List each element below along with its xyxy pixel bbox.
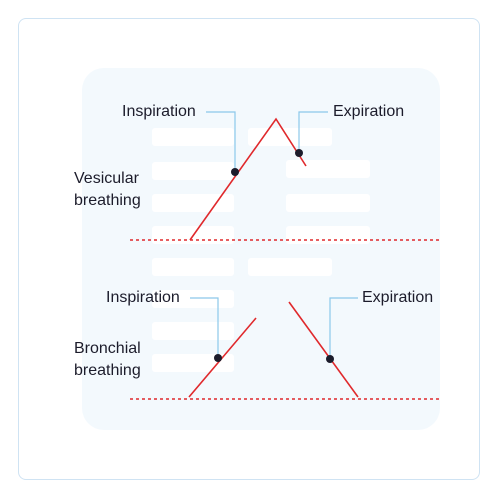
vesicular-expiration-label: Expiration — [333, 103, 405, 120]
vesicular-expiration-dot — [295, 149, 303, 157]
bronchial-expiration-label: Expiration — [362, 289, 434, 306]
placeholder-bar — [152, 322, 234, 340]
placeholder-bar — [152, 128, 234, 146]
placeholder-bar — [152, 162, 234, 180]
bronchial-expiration-leader — [329, 297, 358, 359]
vesicular-breathing-title: Vesicular breathing — [74, 170, 141, 209]
placeholder-bar — [286, 194, 370, 212]
bronchial-inspiration-label: Inspiration — [106, 289, 180, 306]
bronchial-inspiration-trace — [188, 317, 257, 398]
placeholder-bar — [152, 290, 234, 308]
vesicular-inspiration-leader — [206, 111, 236, 172]
placeholder-bar — [248, 258, 332, 276]
placeholder-bar — [152, 258, 234, 276]
vesicular-inspiration-label: Inspiration — [122, 103, 196, 120]
bronchial-expiration-trace — [288, 301, 359, 398]
vesicular-trace — [189, 117, 307, 241]
bronchial-inspiration-leader — [190, 297, 219, 358]
vesicular-expiration-leader — [298, 111, 328, 153]
bronchial-breathing-title: Bronchial breathing — [74, 340, 141, 379]
placeholder-bar — [286, 160, 370, 178]
bronchial-expiration-dot — [326, 355, 334, 363]
bronchial-inspiration-dot — [214, 354, 222, 362]
placeholder-bar — [248, 128, 332, 146]
vesicular-inspiration-dot — [231, 168, 239, 176]
